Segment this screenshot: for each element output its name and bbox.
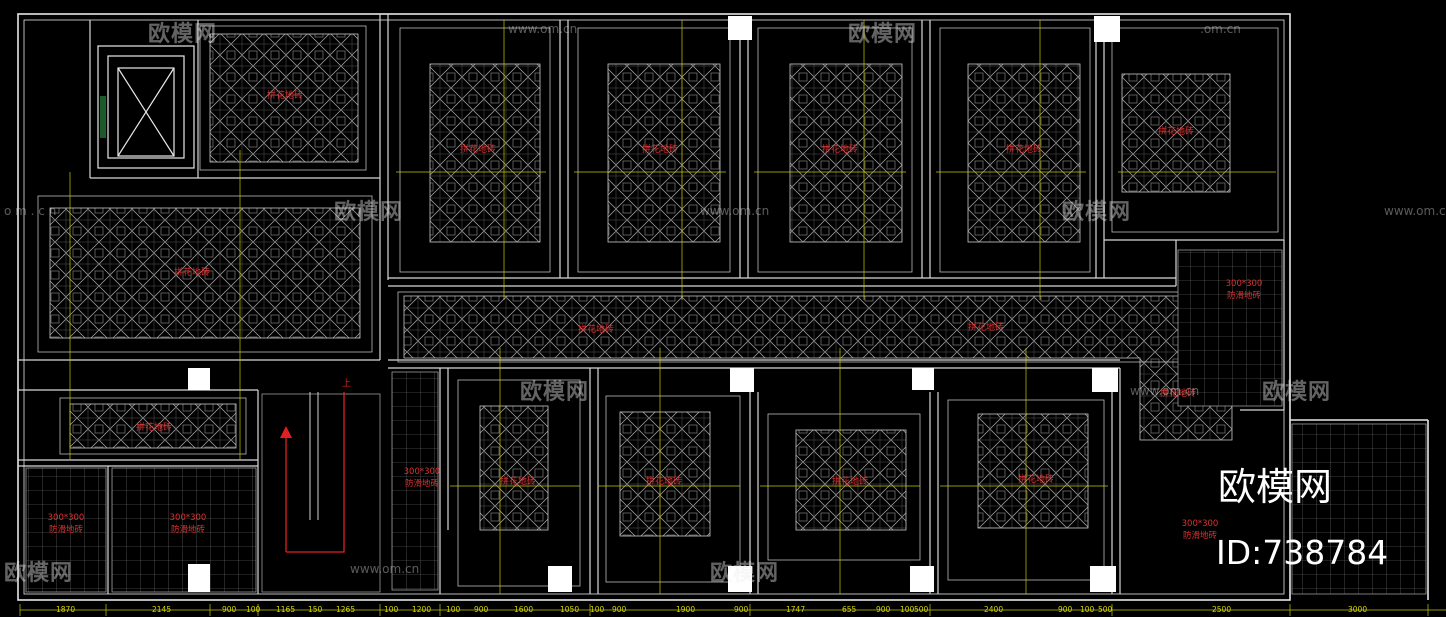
dim-label: 900	[222, 605, 237, 614]
dimension-ticks	[19, 604, 1429, 616]
dim-label: 900	[474, 605, 489, 614]
room-label: 拼花地砖	[1160, 387, 1196, 399]
dim-label: 500	[914, 605, 929, 614]
dim-label: 1747	[786, 605, 805, 614]
bottom-dimension-labels: 1870 2145 900 100 1165 150 1265 100 1200…	[56, 605, 1367, 614]
dim-label: 1165	[276, 605, 295, 614]
dim-label: 150	[308, 605, 323, 614]
room-label: 拼花地砖	[500, 475, 536, 487]
wet-label-text: 防滑地砖	[405, 478, 440, 489]
room-labels: 拼花地砖 拼花地砖 拼花地砖 拼花地砖 拼花地砖 拼花地砖 拼花地砖 拼花地砖 …	[136, 89, 1196, 487]
dim-label: 2400	[984, 605, 1003, 614]
brand-id: ID:738784	[1216, 533, 1389, 572]
watermark-logo: 欧模网	[4, 561, 74, 586]
watermark-logo: 欧模网	[848, 22, 918, 47]
room-label: 拼花地砖	[1158, 125, 1194, 137]
dim-label: 100	[384, 605, 399, 614]
wet-label-size: 300*300	[1182, 519, 1219, 529]
wet-label-text: 防滑地砖	[49, 524, 84, 535]
dim-label: 1050	[560, 605, 579, 614]
room-label: 拼花地砖	[642, 143, 678, 155]
grid-tile-areas	[25, 249, 1427, 595]
wet-label-text: 防滑地砖	[171, 524, 206, 535]
room-label: 拼花地砖	[578, 323, 614, 335]
room-label: 拼花地砖	[832, 475, 868, 487]
partition-walls	[18, 14, 1285, 594]
watermark-logo: 欧模网	[520, 380, 590, 405]
dim-label: 100	[246, 605, 261, 614]
room-label: 拼花地砖	[136, 421, 172, 433]
watermark-url: .om.cn	[1200, 22, 1241, 36]
dim-label: 1265	[336, 605, 355, 614]
pattern-tile-areas	[49, 33, 1233, 537]
wet-area-labels: 300*300 防滑地砖 300*300 防滑地砖 300*300 防滑地砖 3…	[48, 279, 1263, 541]
dim-label: 900	[1058, 605, 1073, 614]
dim-label: 1900	[676, 605, 695, 614]
room-label: 拼花地砖	[174, 266, 210, 278]
watermark-url: www.om.cn	[508, 22, 578, 36]
watermark-url: o m . c n	[4, 204, 57, 218]
dim-label: 900	[876, 605, 891, 614]
dim-label: 2500	[1212, 605, 1231, 614]
brand-title: 欧模网	[1218, 465, 1333, 509]
dim-label: 100	[590, 605, 605, 614]
dimension-lines	[20, 20, 1446, 611]
dim-label: 900	[734, 605, 749, 614]
watermark-logo: 欧模网	[1262, 380, 1332, 405]
svg-text:上: 上	[342, 378, 351, 389]
wet-label-size: 300*300	[1226, 279, 1263, 289]
dim-label: 100	[446, 605, 461, 614]
watermark-url: www.om.cn	[1384, 204, 1446, 218]
dim-label: 1200	[412, 605, 431, 614]
dim-label: 2145	[152, 605, 171, 614]
room-label: 拼花地砖	[267, 89, 303, 101]
dim-label: 100	[1080, 605, 1095, 614]
dim-label: 1600	[514, 605, 533, 614]
wet-label-size: 300*300	[48, 513, 85, 523]
room-label: 拼花地砖	[460, 143, 496, 155]
watermark-logo: 欧模网	[1062, 200, 1132, 225]
dim-label: 500	[1098, 605, 1113, 614]
watermark-url: www.om.cn	[700, 204, 770, 218]
room-label: 拼花地砖	[1006, 143, 1042, 155]
room-label: 拼花地砖	[1018, 473, 1054, 485]
dim-label: 1870	[56, 605, 75, 614]
wet-label-text: 防滑地砖	[1227, 290, 1262, 301]
watermark-logo: 欧模网	[148, 22, 218, 47]
room-label: 拼花地砖	[646, 475, 682, 487]
dim-label: 900	[612, 605, 627, 614]
elevator-shaft	[97, 45, 195, 169]
wet-label-size: 300*300	[404, 467, 441, 477]
wet-label-text: 防滑地砖	[1183, 530, 1218, 541]
dim-label: 655	[842, 605, 857, 614]
wet-label-size: 300*300	[170, 513, 207, 523]
watermark-url: www.om.cn	[1130, 384, 1200, 398]
watermark-logo: 欧模网	[710, 561, 780, 586]
structural-columns	[188, 16, 1120, 592]
watermark-url: www.om.cn	[350, 562, 420, 576]
watermark-logo: 欧模网	[334, 200, 404, 225]
room-label: 拼花地砖	[968, 321, 1004, 333]
dim-label: 100	[900, 605, 915, 614]
dim-label: 3000	[1348, 605, 1367, 614]
stairs: 上	[261, 378, 381, 593]
room-label: 拼花地砖	[822, 143, 858, 155]
